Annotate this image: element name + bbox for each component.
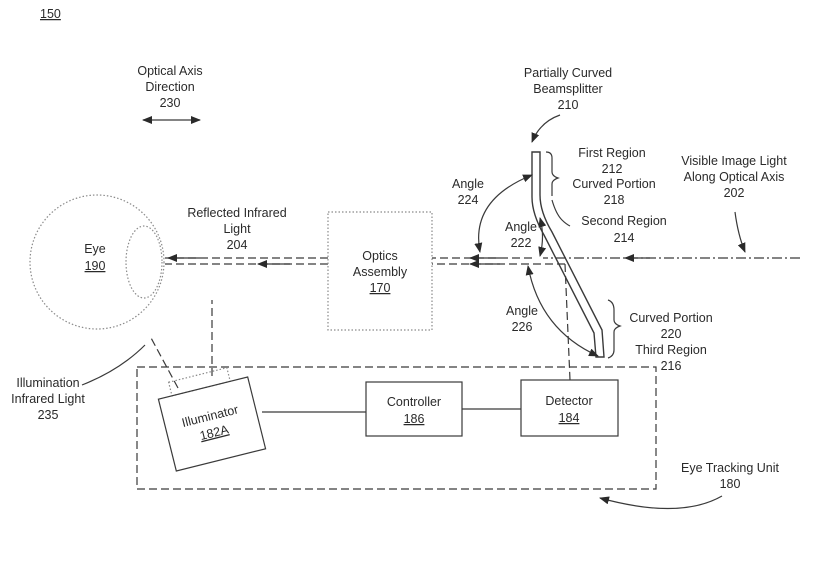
optical-axis-label-line2: Direction xyxy=(145,80,194,94)
third-region-brace xyxy=(607,299,622,359)
illumination-ray-left xyxy=(149,335,179,389)
optics-ref: 170 xyxy=(370,281,391,295)
second-region-brace xyxy=(551,199,571,227)
visible-light-ref: 202 xyxy=(724,186,745,200)
eye-lens xyxy=(125,225,163,299)
optics-assembly-box xyxy=(327,211,433,331)
reflected-ir-ref: 204 xyxy=(227,238,248,252)
curved-portion-bottom-ref: 220 xyxy=(661,327,682,341)
visible-light-leader xyxy=(734,211,746,253)
curved-portion-bottom-label: Curved Portion xyxy=(629,311,712,325)
first-region-label: First Region xyxy=(578,146,645,160)
curved-portion-top-ref: 218 xyxy=(604,193,625,207)
angle-226-ref: 226 xyxy=(512,320,533,334)
detector-label: Detector xyxy=(545,394,592,408)
illumination-label-line2: Infrared Light xyxy=(11,392,85,406)
visible-light-label-line2: Along Optical Axis xyxy=(684,170,785,184)
detector-ref: 184 xyxy=(559,411,580,425)
eye-tracking-unit-label: Eye Tracking Unit xyxy=(681,461,779,475)
optics-label-line1: Optics xyxy=(362,249,397,263)
beamsplitter-label-line1: Partially Curved xyxy=(524,66,612,80)
illuminator-emitter xyxy=(167,367,231,397)
figure-number: 150 xyxy=(40,7,61,21)
angle-222-label: Angle xyxy=(505,220,537,234)
beamsplitter-label-line2: Beamsplitter xyxy=(533,82,602,96)
second-region-label: Second Region xyxy=(581,214,667,228)
illumination-label-line1: Illumination xyxy=(16,376,79,390)
controller-box xyxy=(365,381,463,437)
first-region-ref: 212 xyxy=(602,162,623,176)
eye-outline xyxy=(29,194,165,330)
angle-224-ref: 224 xyxy=(458,193,479,207)
illuminator-box xyxy=(157,376,267,472)
controller-label: Controller xyxy=(387,395,441,409)
beamsplitter-leader xyxy=(531,114,561,143)
detector-box xyxy=(520,379,619,437)
curved-portion-top-label: Curved Portion xyxy=(572,177,655,191)
reflected-ir-label-line2: Light xyxy=(223,222,251,236)
angle-222-arc xyxy=(538,217,547,257)
ray-to-detector xyxy=(564,263,571,381)
eye-tracking-unit-box xyxy=(136,366,657,490)
first-region-brace xyxy=(545,151,560,196)
angle-224-arc xyxy=(474,174,533,253)
second-region-ref: 214 xyxy=(614,231,635,245)
eye-label: Eye xyxy=(84,242,106,256)
third-region-ref: 216 xyxy=(661,359,682,373)
beamsplitter-ref: 210 xyxy=(558,98,579,112)
optical-axis-label-line1: Optical Axis xyxy=(137,64,202,78)
illumination-ref: 235 xyxy=(38,408,59,422)
controller-ref: 186 xyxy=(404,412,425,426)
illuminator-ref: 182A xyxy=(198,422,230,443)
third-region-label: Third Region xyxy=(635,343,707,357)
angle-226-arc xyxy=(525,265,599,357)
visible-light-label-line1: Visible Image Light xyxy=(681,154,787,168)
optics-label-line2: Assembly xyxy=(353,265,408,279)
reflected-ir-label-line1: Reflected Infrared xyxy=(187,206,286,220)
eye-tracking-unit-leader xyxy=(599,495,723,510)
angle-226-label: Angle xyxy=(506,304,538,318)
angle-224-label: Angle xyxy=(452,177,484,191)
eye-tracking-unit-ref: 180 xyxy=(720,477,741,491)
eye-ref: 190 xyxy=(85,259,106,273)
angle-222-ref: 222 xyxy=(511,236,532,250)
illumination-leader xyxy=(81,344,146,386)
optical-axis-ref: 230 xyxy=(160,96,181,110)
illuminator-block: Illuminator 182A xyxy=(157,367,267,472)
